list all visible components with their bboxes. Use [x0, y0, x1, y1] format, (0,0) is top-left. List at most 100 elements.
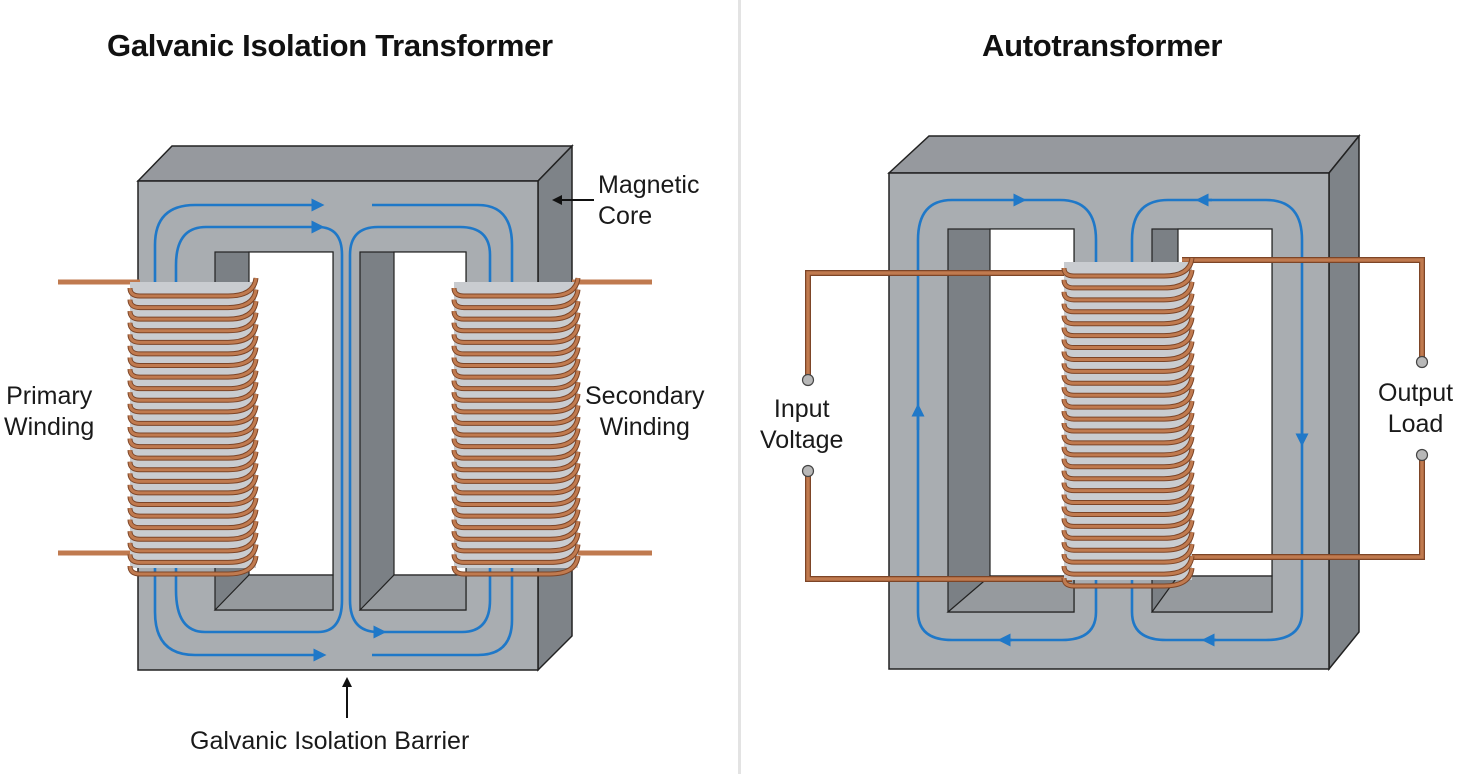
- coil-turn: [1062, 341, 1194, 361]
- coil-turn: [452, 555, 580, 576]
- coil-turn: [1062, 400, 1194, 421]
- primary-leads: [58, 279, 140, 556]
- flux-lines: [153, 198, 519, 662]
- auto-flux-lines: [911, 193, 1309, 647]
- input-label-line2: Voltage: [760, 426, 844, 454]
- coil-turn: [1062, 436, 1194, 457]
- coil-turn: [1062, 472, 1194, 493]
- coil-turn: [1062, 520, 1194, 540]
- coil-turn: [1062, 508, 1194, 528]
- coil-turn: [128, 509, 258, 530]
- coil-turn: [128, 300, 258, 321]
- input-voltage-label: Input Voltage: [760, 394, 843, 456]
- core-label-line1: Magnetic: [598, 171, 700, 199]
- coil-turn: [128, 416, 258, 437]
- primary-label-line2: Winding: [4, 413, 95, 441]
- coil-turn: [452, 544, 580, 564]
- coil-turn: [452, 520, 580, 541]
- coil-turn: [128, 474, 258, 495]
- coil-turn: [1062, 424, 1194, 445]
- coil-turn: [128, 393, 258, 414]
- coil-turn: [1062, 281, 1194, 302]
- coil-turn: [1062, 555, 1194, 576]
- coil-turn: [1062, 305, 1194, 326]
- secondary-winding-label: Secondary Winding: [585, 381, 705, 443]
- coil-turn: [1062, 269, 1194, 290]
- autotransformer-diagram: [801, 133, 1429, 672]
- coil-turn: [452, 416, 580, 437]
- coil-turn: [128, 381, 258, 402]
- secondary-label-line1: Secondary: [585, 382, 705, 410]
- primary-winding-coil: [127, 277, 259, 577]
- coil-turn: [1062, 376, 1194, 397]
- coil-turn: [452, 428, 580, 449]
- coil-turn: [452, 393, 580, 414]
- coil-turn: [128, 451, 258, 472]
- isolation-transformer-diagram: [58, 144, 652, 718]
- input-terminal-bottom: [801, 464, 815, 478]
- magnetic-core-label: Magnetic Core: [598, 170, 699, 232]
- coil-turn: [452, 381, 580, 402]
- coil-turn: [452, 312, 580, 333]
- coil-turn: [452, 335, 580, 356]
- coil-turn: [128, 555, 258, 576]
- coil-turn: [452, 497, 580, 518]
- coil-turn: [452, 277, 580, 298]
- coil-turn: [452, 532, 580, 553]
- coil-turn: [1062, 543, 1194, 564]
- input-label-line1: Input: [773, 395, 830, 423]
- coil-turn: [128, 544, 258, 564]
- wiring: [806, 258, 1424, 581]
- coil-turn: [128, 312, 258, 333]
- coil-turn: [452, 474, 580, 495]
- coil-turn: [128, 335, 258, 356]
- coil-turn: [1062, 365, 1194, 385]
- coil-turn: [452, 370, 580, 391]
- primary-winding-label: Primary Winding: [4, 381, 94, 443]
- panel-divider: [738, 0, 741, 774]
- coil-turn: [1062, 484, 1194, 505]
- coil-turn: [452, 486, 580, 506]
- galvanic-barrier-label: Galvanic Isolation Barrier: [190, 727, 470, 755]
- coil-turn: [452, 439, 580, 460]
- coil-turn: [1062, 388, 1194, 409]
- coil-turn: [1062, 412, 1194, 433]
- coil-turn: [128, 439, 258, 460]
- coil-turn: [128, 520, 258, 541]
- coil-turn: [128, 428, 258, 449]
- input-terminal-top: [801, 373, 815, 387]
- output-load-label: Output Load: [1378, 378, 1453, 440]
- terminals: [801, 355, 1429, 478]
- coil-turn: [452, 509, 580, 530]
- coil-turn: [452, 358, 580, 379]
- coil-turn: [128, 532, 258, 553]
- coil-turn: [1062, 531, 1194, 552]
- coil-turn: [128, 486, 258, 506]
- output-label-line2: Load: [1387, 410, 1444, 438]
- coil-turn: [452, 405, 580, 425]
- coil-turn: [452, 347, 580, 367]
- coil-turn: [452, 451, 580, 472]
- coil-turn: [1062, 329, 1194, 350]
- coil-turn: [128, 347, 258, 367]
- coil-turn: [452, 300, 580, 321]
- autotransformer-coil: [1061, 257, 1195, 589]
- isolation-transformer-panel: Galvanic Isolation Transformer: [4, 28, 705, 755]
- output-terminal-bottom: [1415, 448, 1429, 462]
- coil-turn: [1062, 317, 1194, 338]
- coil-turn: [128, 405, 258, 425]
- secondary-winding-coil: [451, 277, 581, 577]
- coil-turn: [128, 370, 258, 391]
- coil-turn: [452, 324, 580, 344]
- coil-turn: [128, 497, 258, 518]
- coil-turn: [1062, 460, 1194, 481]
- output-label-line1: Output: [1378, 379, 1454, 407]
- coil-turn: [1062, 353, 1194, 373]
- isolation-transformer-title: Galvanic Isolation Transformer: [107, 28, 553, 63]
- secondary-leads: [572, 279, 652, 556]
- coil-turn: [128, 324, 258, 344]
- output-terminal-top: [1415, 355, 1429, 369]
- secondary-label-line2: Winding: [599, 413, 690, 441]
- coil-turn: [452, 463, 580, 483]
- coil-turn: [128, 289, 258, 310]
